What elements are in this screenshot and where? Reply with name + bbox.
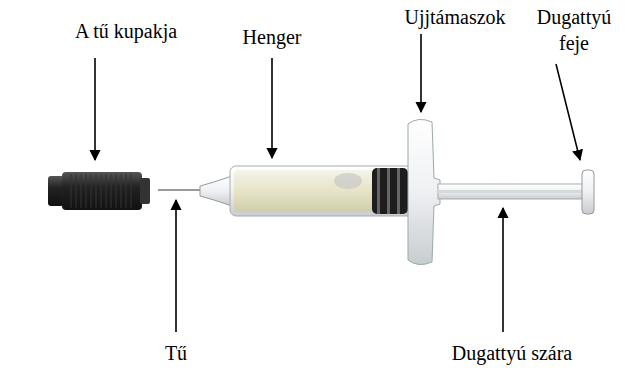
plunger-stopper [372, 168, 408, 214]
needle-hub [200, 176, 232, 206]
part-label: Tű [165, 340, 187, 366]
leader-arrow [502, 208, 504, 332]
air-bubble [334, 173, 362, 189]
part-label: Dugattyú feje [528, 4, 620, 56]
leader-arrow [175, 200, 177, 332]
leader-arrows [95, 34, 580, 332]
leader-arrow [556, 64, 580, 160]
part-label: Henger [243, 24, 302, 50]
leader-arrow [420, 34, 422, 112]
leader-arrow [271, 58, 273, 158]
liquid [234, 170, 374, 212]
part-label: Dugattyú szára [452, 340, 573, 366]
part-label: A tű kupakja [75, 18, 177, 44]
part-label: Ujjtámaszok [404, 4, 505, 30]
leader-arrow [94, 58, 96, 160]
needle-cap [48, 172, 150, 210]
plunger-rod-rib [438, 190, 584, 193]
plunger-head [582, 170, 594, 214]
needle [158, 189, 200, 191]
plunger-rod [438, 184, 584, 199]
finger-flange [408, 119, 440, 264]
barrel [230, 166, 420, 216]
